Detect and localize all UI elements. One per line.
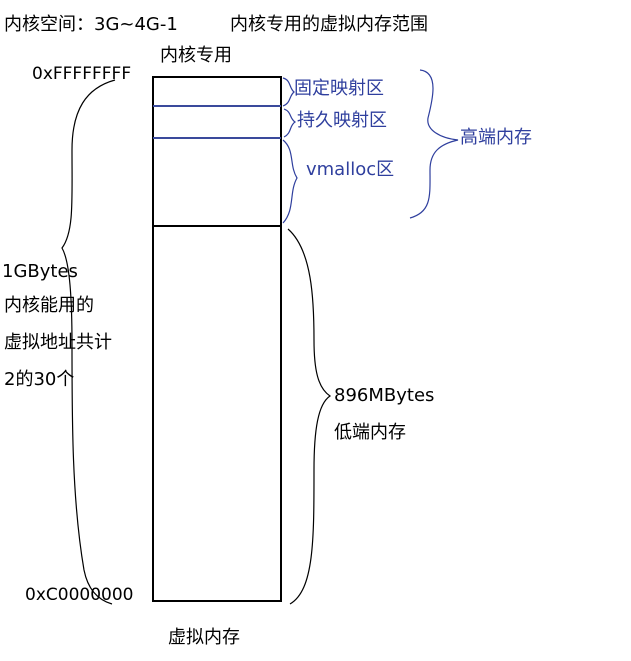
high-memory-label: 高端内存 [460,127,532,148]
address-bottom: 0xC0000000 [25,585,134,605]
full-range-brace-icon [61,79,116,605]
left-note-line-2: 内核能用的 [4,295,94,316]
region-vmalloc: vmalloc区 [306,159,395,180]
low-memory-brace-icon [287,228,332,605]
address-top: 0xFFFFFFFF [32,64,132,84]
column-bottom-label: 虚拟内存 [168,627,240,648]
region-fixed-map: 固定映射区 [294,78,384,99]
kernel-range-description: 内核专用的虚拟内存范围 [230,14,428,35]
left-note-line-4: 2的30个 [4,369,75,390]
kernel-space-range-label: 内核空间：3G~4G-1 [4,14,178,35]
fixed-map-brace-icon [282,77,295,107]
persistent-map-brace-icon [283,108,297,138]
low-memory-size: 896MBytes [334,385,435,406]
column-top-label: 内核专用 [160,45,232,66]
memory-column-box [152,76,282,602]
region-persistent-map: 持久映射区 [297,110,387,131]
vmalloc-brace-icon [282,139,298,224]
high-memory-brace-icon [409,69,459,219]
left-note-line-1: 1GBytes [2,261,78,282]
left-note-line-3: 虚拟地址共计 [4,332,112,353]
low-memory-label: 低端内存 [334,422,406,443]
